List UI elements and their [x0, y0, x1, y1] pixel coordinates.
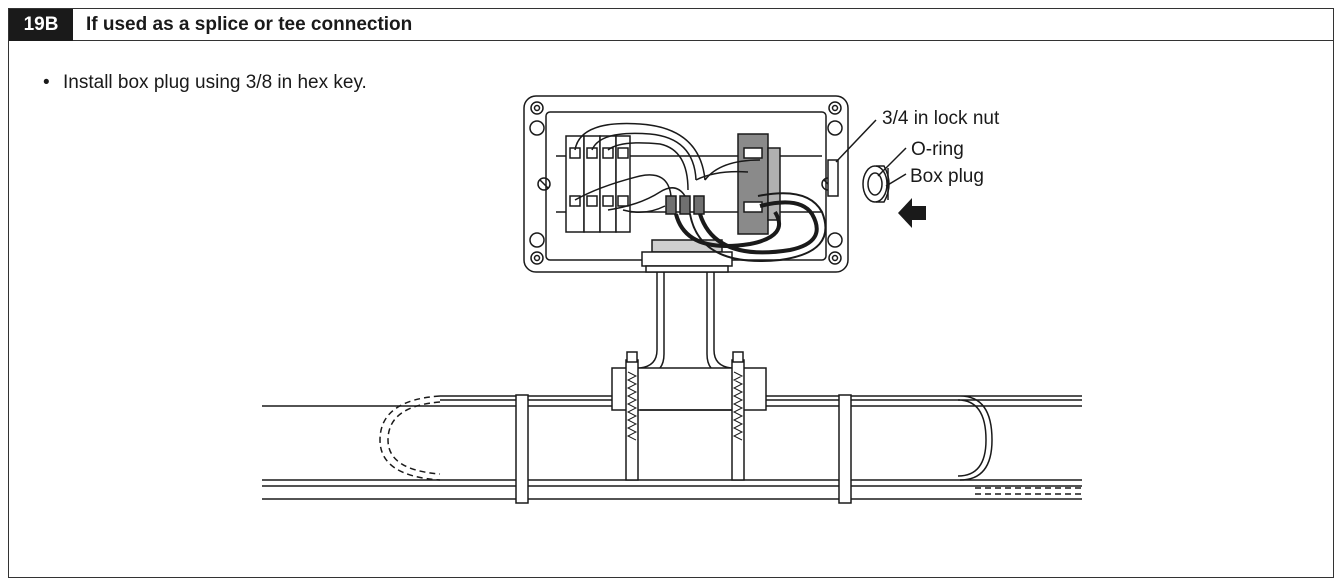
bullet-icon: • — [43, 72, 50, 93]
step-title: If used as a splice or tee connection — [86, 14, 413, 35]
leader-line — [885, 173, 907, 187]
box-plug-part — [862, 165, 890, 203]
callout-box-plug: Box plug — [910, 166, 984, 187]
step-header: 19B If used as a splice or tee connectio… — [9, 9, 1333, 41]
pipe-strap — [838, 394, 852, 504]
step-number-badge: 19B — [9, 9, 73, 41]
wiring — [574, 122, 827, 262]
pipe-strap — [515, 394, 529, 504]
instruction-text: Install box plug using 3/8 in hex key. — [63, 72, 367, 93]
instruction-item: • Install box plug using 3/8 in hex key. — [43, 71, 367, 95]
arrow-left-icon — [898, 198, 926, 228]
callout-lock-nut: 3/4 in lock nut — [882, 108, 1000, 129]
leader-line — [835, 119, 877, 163]
leader-line — [877, 147, 907, 177]
tee-stand — [611, 270, 767, 481]
callout-o-ring: O-ring — [911, 139, 964, 160]
